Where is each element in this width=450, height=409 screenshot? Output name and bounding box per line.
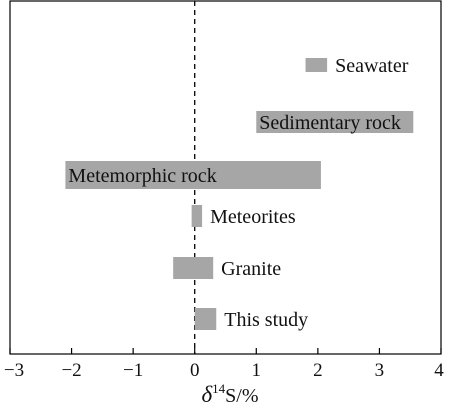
x-tick-label: 1 bbox=[252, 360, 262, 381]
x-tick-label: 3 bbox=[375, 360, 385, 381]
label-this-study: This study bbox=[224, 309, 308, 331]
x-tick-label: −1 bbox=[123, 360, 143, 381]
x-tick-label: −3 bbox=[4, 360, 24, 381]
x-axis-title-unit: S/% bbox=[225, 385, 258, 407]
x-tick-label: 4 bbox=[434, 360, 444, 381]
x-axis-title: δ14S/% bbox=[201, 381, 258, 407]
x-tick-label: −2 bbox=[61, 360, 81, 381]
bar-this-study bbox=[194, 308, 217, 330]
label-metemorphic-rock: Metemorphic rock bbox=[68, 165, 216, 187]
bar-granite bbox=[173, 257, 214, 279]
bars-layer bbox=[65, 58, 414, 330]
label-granite: Granite bbox=[221, 258, 281, 280]
x-tick-label: 0 bbox=[190, 360, 200, 381]
label-meteorites: Meteorites bbox=[210, 206, 296, 228]
bar-meteorites bbox=[191, 205, 203, 227]
x-axis-ticks: −3 −2 −1 0 1 2 3 4 bbox=[4, 348, 444, 381]
bar-metemorphic-rock bbox=[65, 161, 321, 189]
x-axis-title-symbol: δ bbox=[201, 382, 212, 407]
plot-frame bbox=[9, 0, 442, 355]
label-seawater: Seawater bbox=[335, 55, 409, 77]
x-tick-label: 2 bbox=[313, 360, 323, 381]
bar-sedimentary-rock bbox=[256, 111, 414, 133]
bar-seawater bbox=[305, 58, 328, 72]
label-sedimentary-rock: Sedimentary rock bbox=[259, 112, 401, 134]
x-axis-title-superscript: 14 bbox=[212, 381, 226, 396]
